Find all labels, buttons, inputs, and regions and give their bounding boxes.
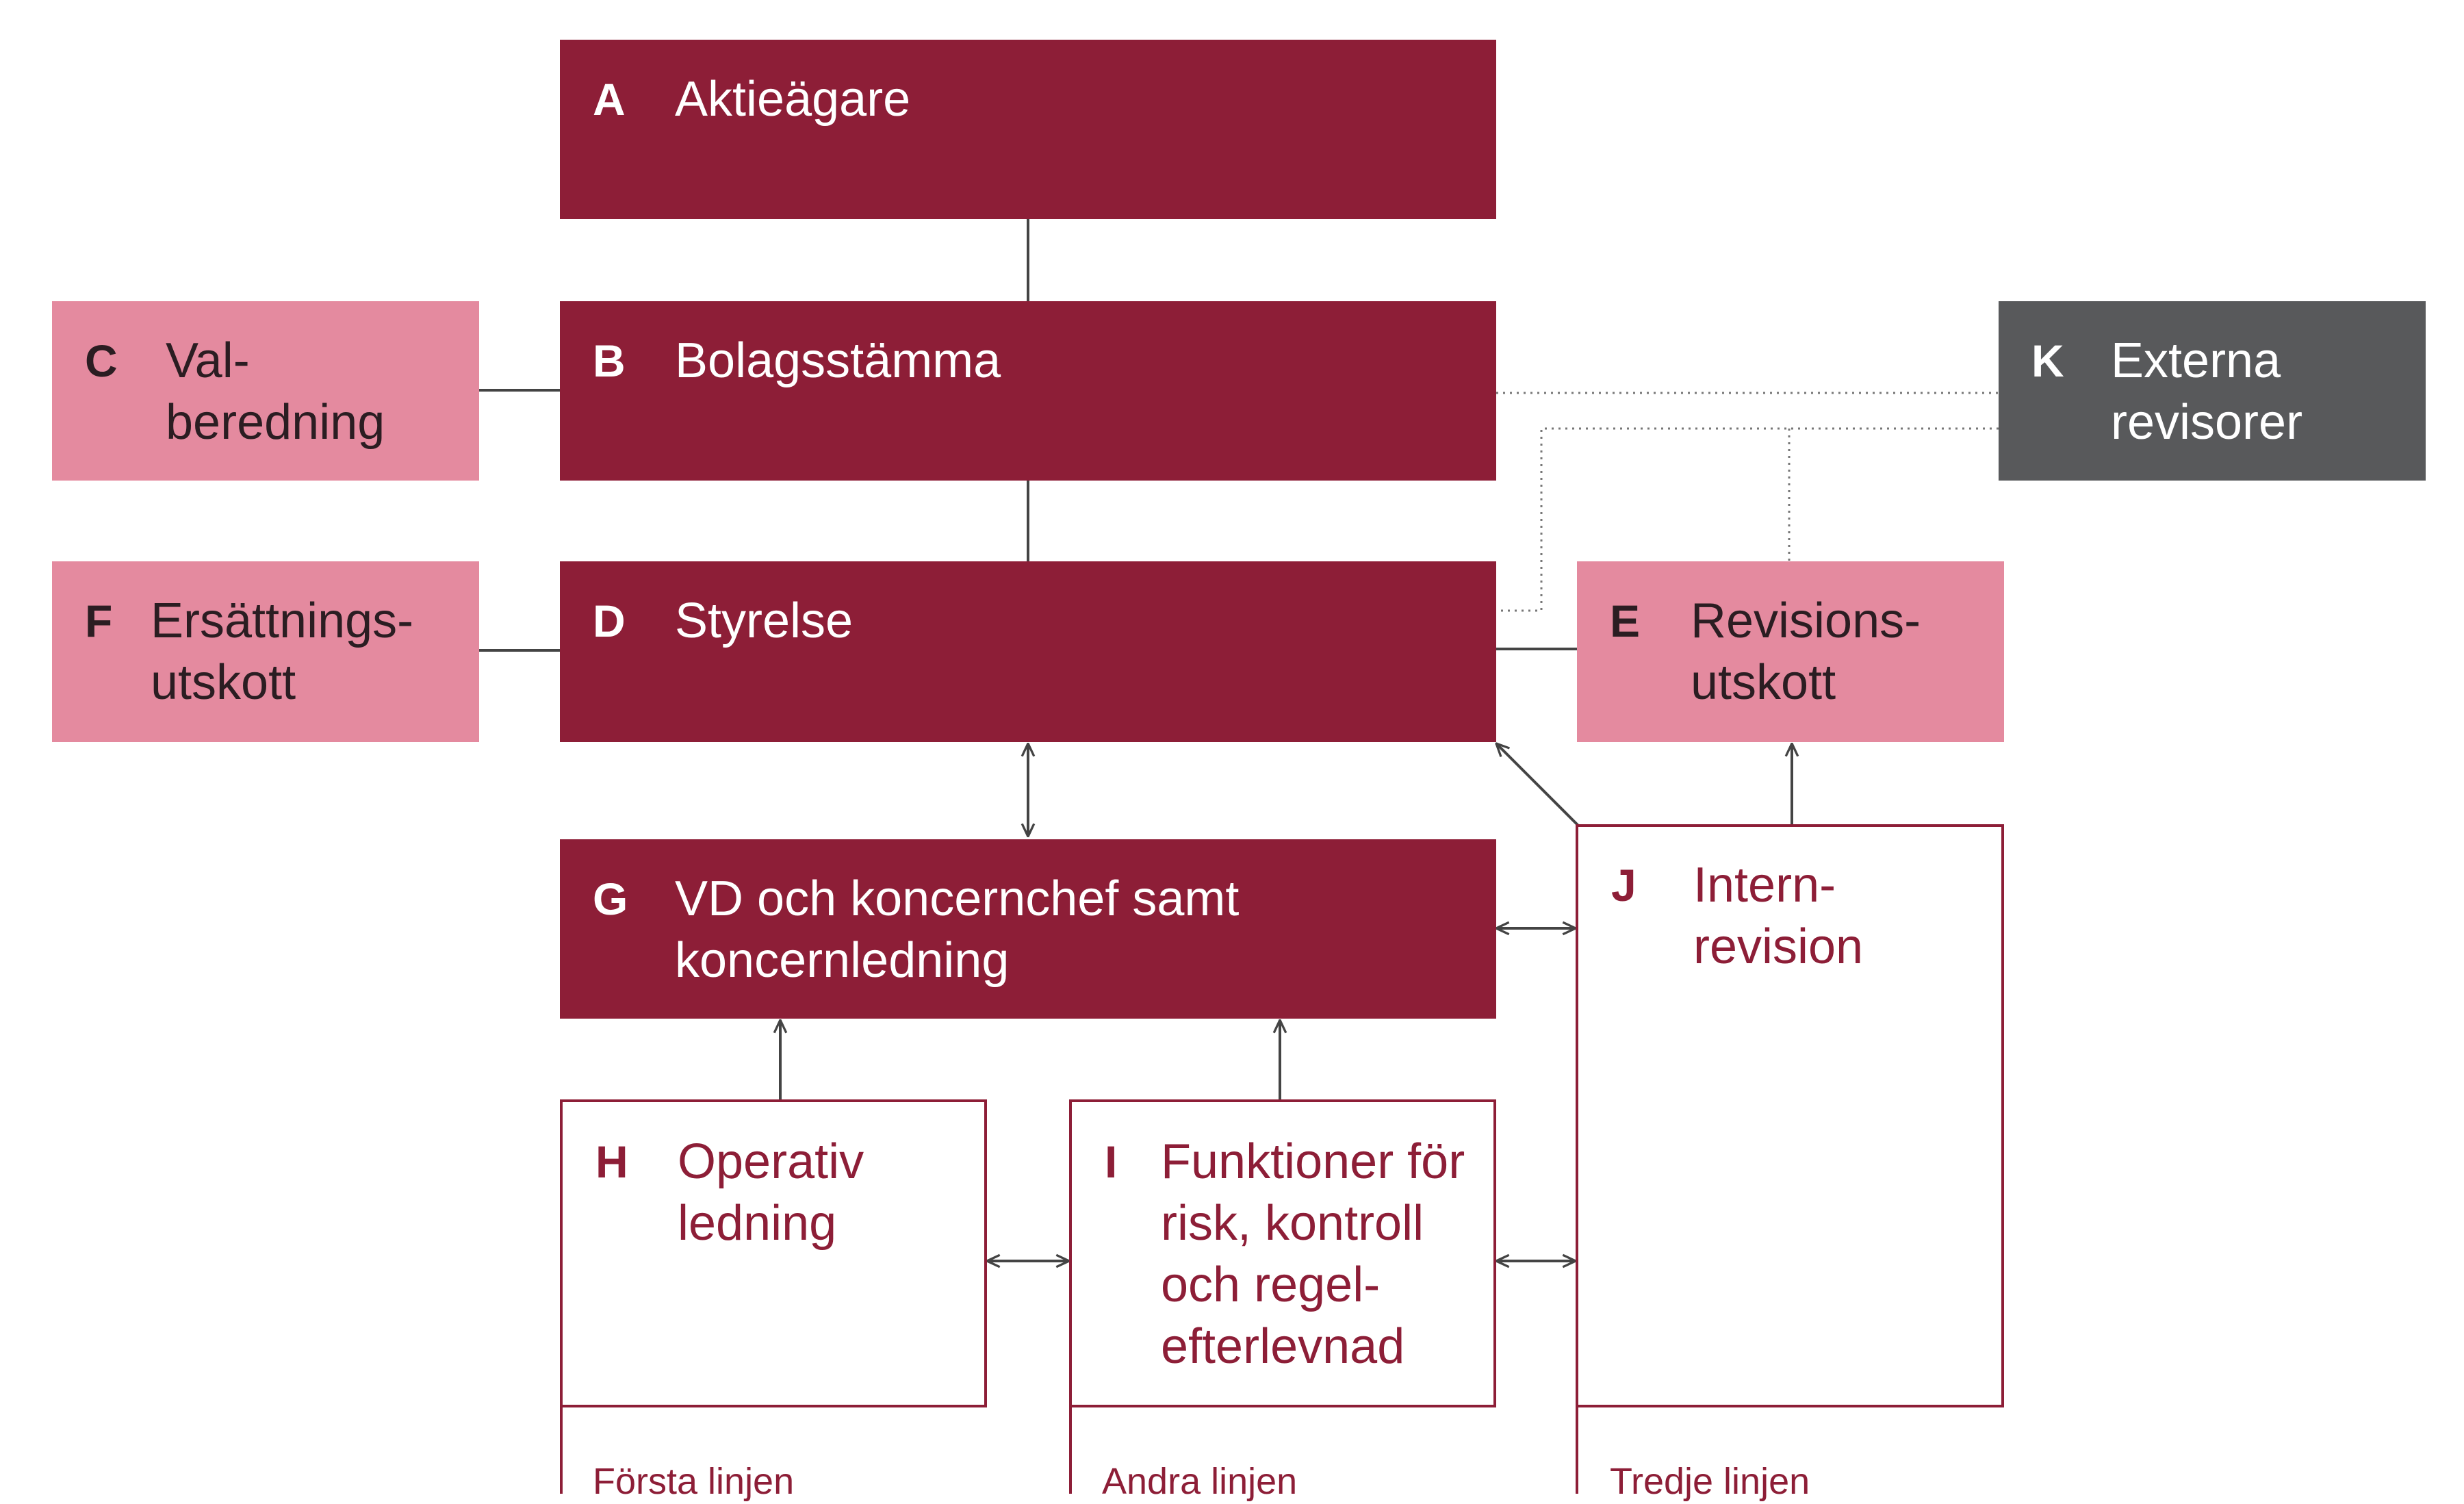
- box-label-line: efterlevnad: [1161, 1319, 1405, 1374]
- arrow-j-d: [1496, 743, 1580, 827]
- box-letter: A: [593, 74, 626, 125]
- box-label-line: Ersättnings-: [151, 594, 414, 648]
- box-label: Operativ ledning: [678, 1131, 864, 1254]
- box-label: Val- beredning: [166, 330, 385, 453]
- box-label: Ersättnings- utskott: [151, 590, 413, 713]
- box-label-line: Operativ: [678, 1134, 864, 1189]
- box-label: Bolagsstämma: [675, 333, 1001, 388]
- box-letter: K: [2031, 335, 2064, 386]
- dotted-k-d: [1496, 427, 1999, 612]
- box-label: Intern- revision: [1693, 854, 1863, 978]
- box-label: Revisions- utskott: [1691, 590, 1921, 713]
- box-label-line: Externa: [2111, 333, 2281, 388]
- box-label-line: Revisions-: [1691, 594, 1921, 648]
- box-label-line: beredning: [166, 395, 385, 450]
- box-letter: D: [593, 596, 626, 646]
- box-revisionsutskott: E Revisions- utskott: [1577, 561, 2004, 742]
- box-label: Aktieägare: [675, 72, 911, 127]
- box-letter: G: [593, 874, 628, 924]
- box-label-line: koncernledning: [675, 933, 1010, 988]
- box-label: Styrelse: [675, 594, 854, 648]
- box-label: VD och koncernchef samt koncernledning: [675, 868, 1239, 991]
- box-label-line: VD och koncernchef samt: [675, 871, 1240, 926]
- box-bolagsstamma: B Bolagsstämma: [560, 301, 1496, 481]
- box-label-line: Intern-: [1693, 858, 1836, 913]
- box-externa-revisorer: K Externa revisorer: [1999, 301, 2426, 481]
- box-label-line: risk, kontroll: [1161, 1196, 1424, 1251]
- first-line-label: Första linjen: [593, 1461, 795, 1502]
- box-ersattningsutskott: F Ersättnings- utskott: [52, 561, 479, 742]
- box-label-line: Val-: [166, 333, 250, 388]
- box-internrevision: J Intern- revision: [1576, 824, 2004, 1407]
- box-label-line: revision: [1693, 919, 1864, 974]
- box-letter: C: [85, 335, 118, 386]
- box-letter: E: [1610, 596, 1641, 646]
- box-label: Funktioner för risk, kontroll och regel-…: [1161, 1131, 1465, 1377]
- box-vd-koncernledning: G VD och koncernchef samt koncernledning: [560, 839, 1496, 1019]
- box-letter: J: [1611, 860, 1637, 910]
- box-funktioner-risk-kontroll: I Funktioner för risk, kontroll och rege…: [1069, 1099, 1496, 1407]
- box-styrelse: D Styrelse: [560, 561, 1496, 742]
- box-label: Externa revisorer: [2111, 330, 2302, 453]
- box-label-line: utskott: [1691, 655, 1836, 710]
- first-line-stub: [560, 1406, 563, 1494]
- box-label-line: utskott: [151, 655, 296, 710]
- second-line-label: Andra linjen: [1102, 1461, 1298, 1502]
- box-letter: H: [595, 1136, 628, 1187]
- box-label-line: revisorer: [2111, 395, 2303, 450]
- box-label-line: Funktioner för: [1161, 1134, 1465, 1189]
- box-operativ-ledning: H Operativ ledning: [560, 1099, 987, 1407]
- box-letter: B: [593, 335, 626, 386]
- box-label-line: och regel-: [1161, 1258, 1381, 1312]
- box-letter: F: [85, 596, 113, 646]
- box-letter: I: [1105, 1136, 1118, 1187]
- third-line-label: Tredje linjen: [1610, 1461, 1810, 1502]
- second-line-stub: [1069, 1406, 1072, 1494]
- box-label-line: ledning: [678, 1196, 837, 1251]
- box-valberedning: C Val- beredning: [52, 301, 479, 481]
- box-aktieagare: A Aktieägare: [560, 40, 1496, 219]
- third-line-stub: [1576, 1406, 1578, 1494]
